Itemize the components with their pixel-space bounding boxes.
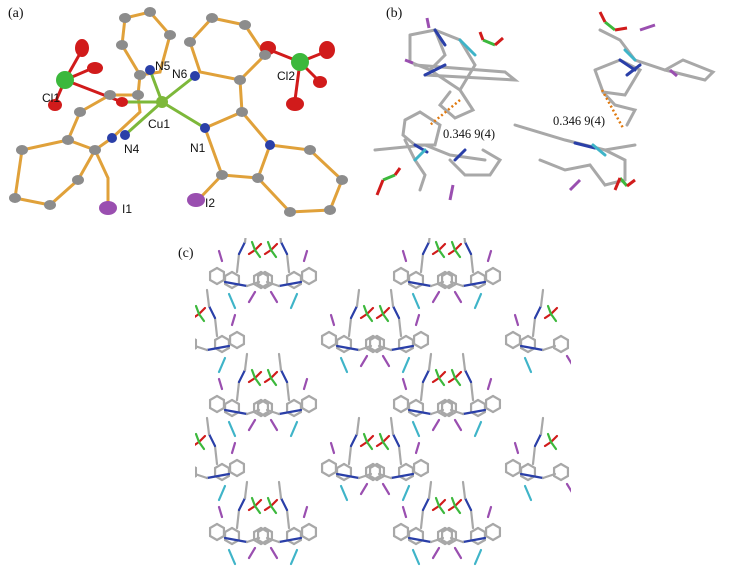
- panel-c-packing: [195, 238, 571, 570]
- copper-atom: [156, 96, 168, 108]
- panel-label-a: (a): [8, 6, 24, 21]
- label-cl2: Cl2: [277, 69, 295, 83]
- nitrogen-atoms: [107, 65, 275, 150]
- crystal-packing-diagram: [195, 238, 571, 566]
- label-n1: N1: [190, 141, 206, 155]
- perchlorate-cl2: [260, 41, 335, 111]
- label-n4: N4: [124, 142, 140, 156]
- panel-a-structure: Cu1 N1 N4 N5 N6 Cl1 Cl2 I1 I2: [0, 0, 370, 235]
- distance-label-left: 0.346 9(4): [443, 127, 495, 141]
- distance-label-right: 0.346 9(4): [553, 114, 605, 128]
- carbon-atoms: [9, 7, 348, 217]
- panel-b-stacking: 0.346 9(4) 0.346 9(4): [365, 0, 741, 235]
- label-cl1: Cl1: [42, 91, 60, 105]
- label-n5: N5: [155, 59, 171, 73]
- iodine-i2: [187, 193, 205, 207]
- stacking-diagram: 0.346 9(4) 0.346 9(4): [373, 11, 716, 201]
- label-cu1: Cu1: [148, 117, 170, 131]
- label-i1: I1: [122, 202, 132, 216]
- panel-label-b: (b): [386, 6, 403, 21]
- orte-p-diagram: Cu1 N1 N4 N5 N6 Cl1 Cl2 I1 I2: [9, 7, 348, 217]
- label-n6: N6: [172, 67, 188, 81]
- panel-label-c: (c): [178, 246, 194, 261]
- pi-contact-right: [600, 89, 625, 129]
- perchlorate-cl1: [48, 39, 128, 111]
- cu-coordination-bonds: [122, 69, 206, 137]
- iodine-i1: [99, 201, 117, 215]
- label-i2: I2: [205, 196, 215, 210]
- pi-contact-left: [429, 99, 461, 126]
